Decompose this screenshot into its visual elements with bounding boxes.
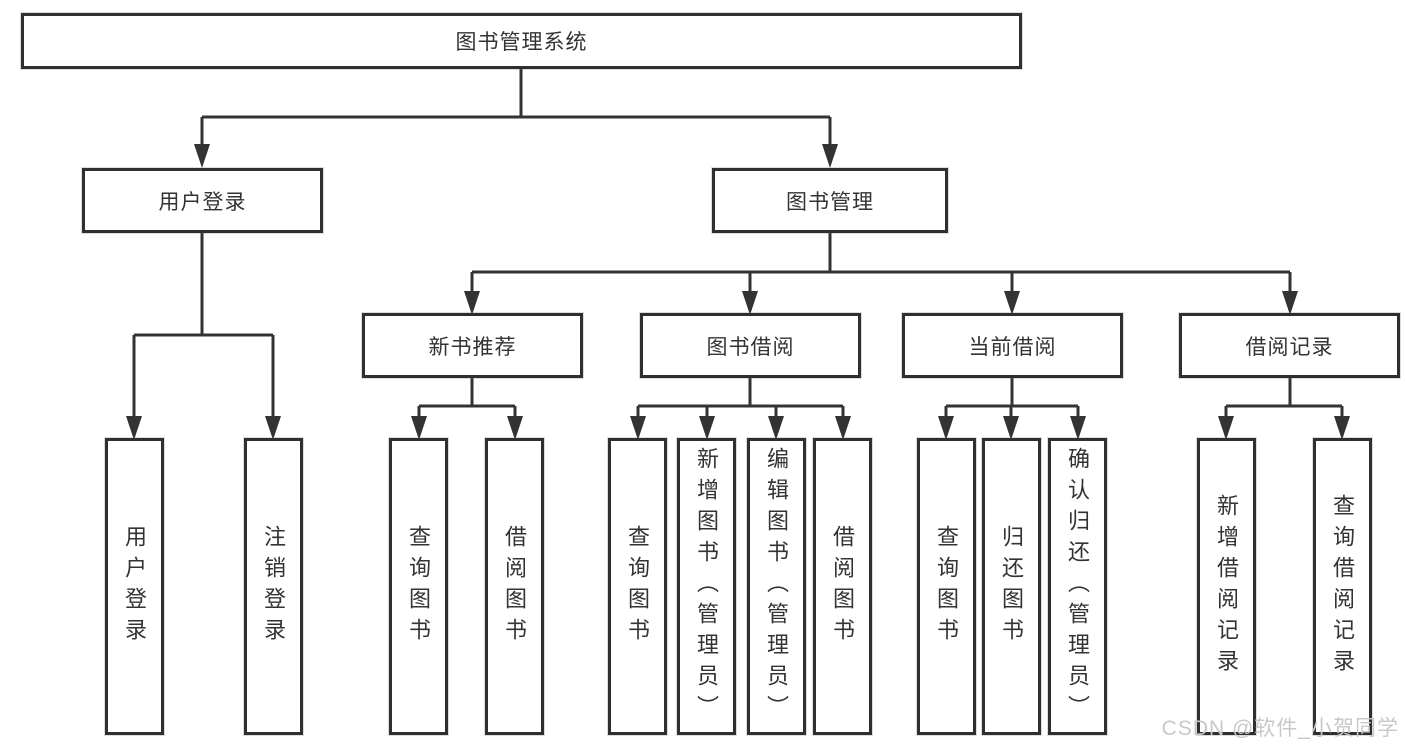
watermark-text: CSDN @软件_小贺同学 xyxy=(1161,717,1399,740)
leaf-user-login: 用户登录 xyxy=(105,438,164,735)
leaf-logout: 注销登录 xyxy=(244,438,303,735)
node-user-login: 用户登录 xyxy=(82,168,323,233)
node-book-management: 图书管理 xyxy=(712,168,948,233)
node-book-borrow: 图书借阅 xyxy=(640,313,861,378)
leaf-edit-book-admin: 编辑图书（管理员） xyxy=(747,438,806,735)
node-borrow-records: 借阅记录 xyxy=(1179,313,1400,378)
node-library-management-system: 图书管理系统 xyxy=(21,13,1022,69)
leaf-borrow-books: 借阅图书 xyxy=(813,438,872,735)
leaf-query-borrow-record: 查询借阅记录 xyxy=(1313,438,1372,735)
leaf-confirm-return-admin: 确认归还（管理员） xyxy=(1048,438,1107,735)
node-new-book-recommend: 新书推荐 xyxy=(362,313,583,378)
leaf-query-books-recommend: 查询图书 xyxy=(389,438,448,735)
leaf-borrow-books-recommend: 借阅图书 xyxy=(485,438,544,735)
leaf-add-borrow-record: 新增借阅记录 xyxy=(1197,438,1256,735)
arrowheads xyxy=(126,144,1350,440)
leaf-query-books-borrow: 查询图书 xyxy=(608,438,667,735)
node-current-borrow: 当前借阅 xyxy=(902,313,1123,378)
leaf-query-books-current: 查询图书 xyxy=(917,438,976,735)
leaf-return-books: 归还图书 xyxy=(982,438,1041,735)
leaf-add-book-admin: 新增图书（管理员） xyxy=(677,438,736,735)
